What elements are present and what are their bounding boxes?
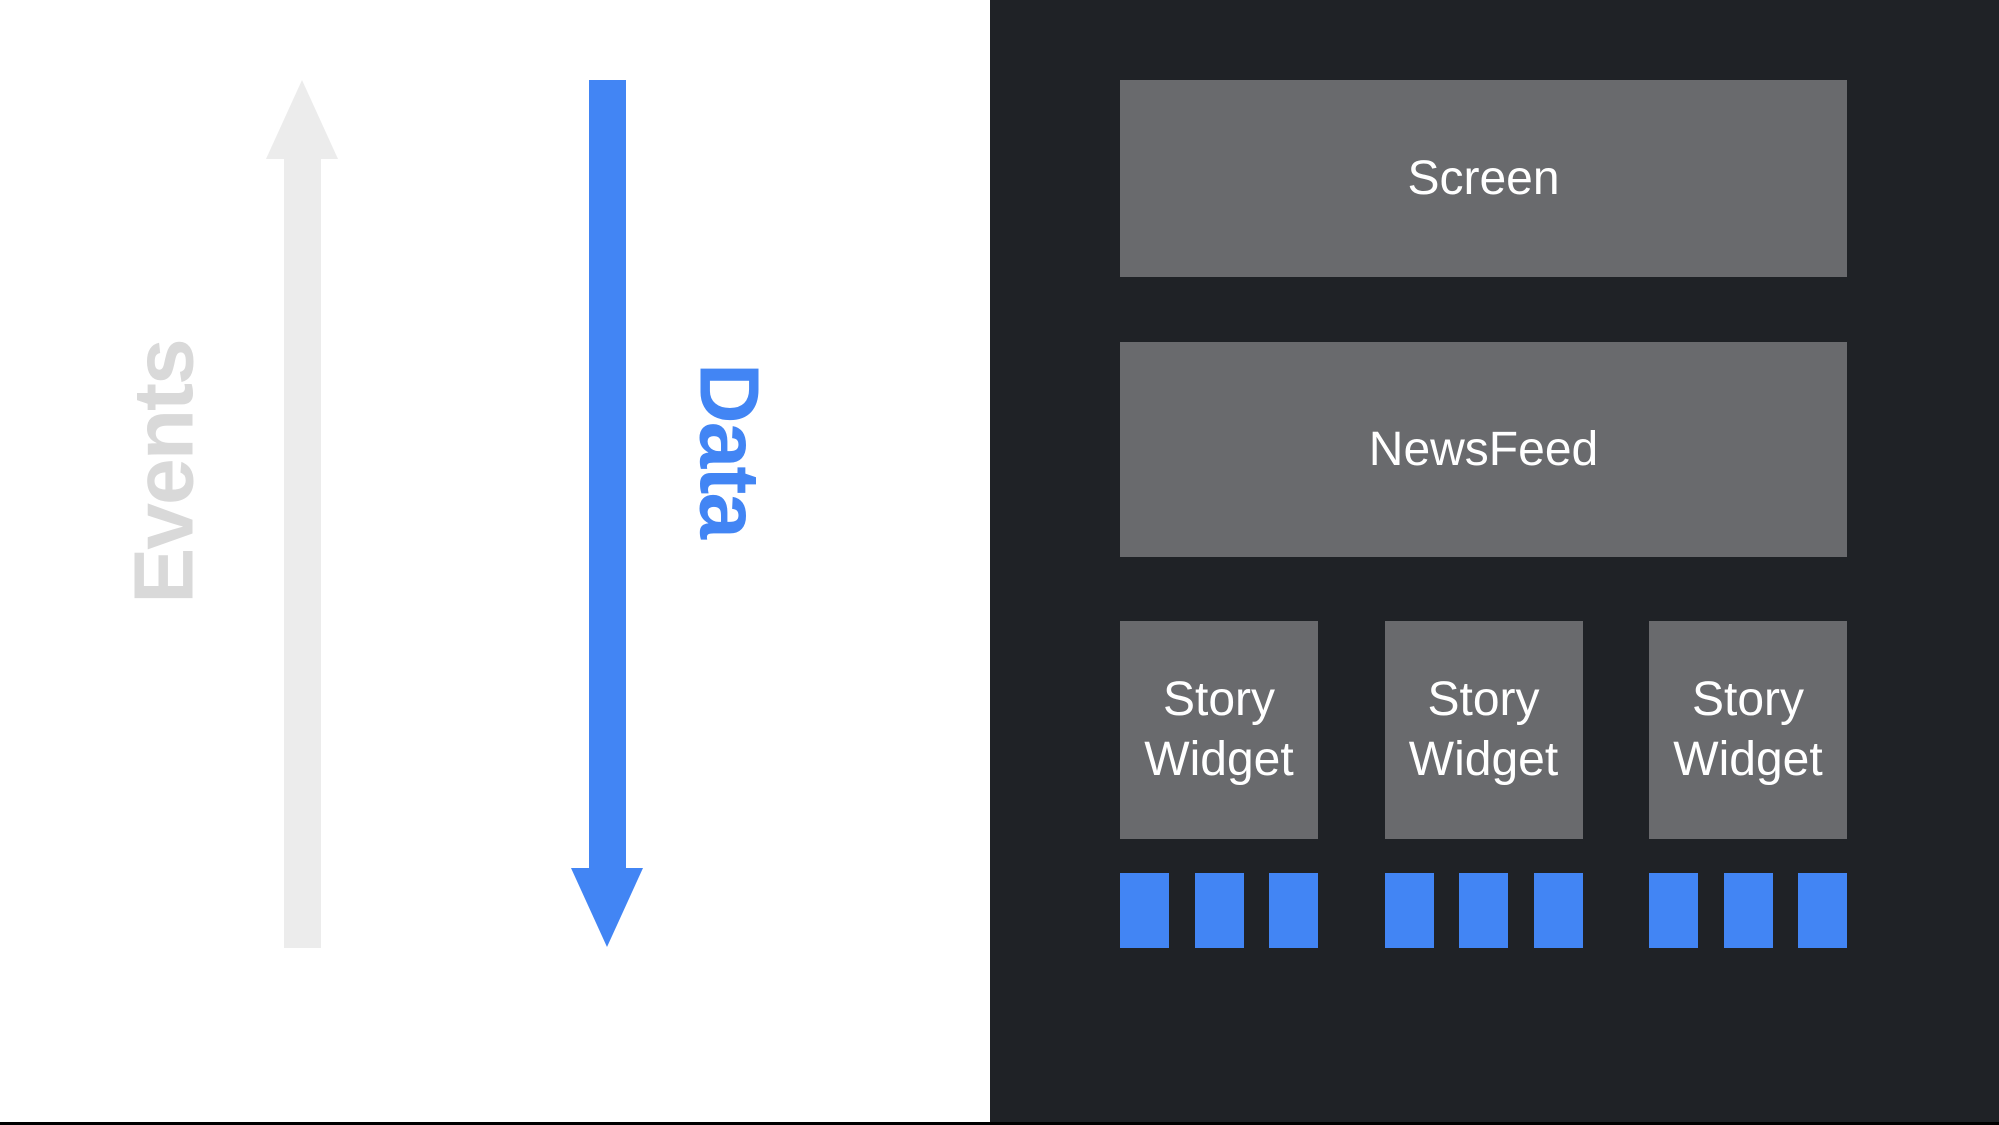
events-up-arrow-head-icon: [266, 80, 338, 159]
data-block: [1649, 873, 1698, 948]
newsfeed-widget-box: NewsFeed: [1120, 342, 1847, 557]
events-up-arrow-shaft: [284, 157, 321, 948]
data-label: Data: [682, 362, 777, 538]
data-down-arrow-shaft: [589, 80, 626, 869]
data-block: [1798, 873, 1847, 948]
story-widget-box: Story Widget: [1384, 621, 1583, 839]
data-block: [1194, 873, 1244, 948]
data-down-arrow-head-icon: [571, 868, 643, 947]
data-block: [1533, 873, 1583, 948]
data-block: [1723, 873, 1773, 948]
widget-tree-content: Screen NewsFeed Story Widget Story Widge…: [1120, 0, 1847, 1125]
data-square-group: [1649, 873, 1847, 948]
left-section: Events Data: [0, 0, 990, 1125]
data-block: [1120, 873, 1169, 948]
story-widget-row: Story Widget Story Widget Story Widget: [1120, 621, 1847, 839]
story-widget-label: Story Widget: [1673, 673, 1823, 786]
screen-widget-box: Screen: [1120, 80, 1847, 277]
story-widget-label: Story Widget: [1408, 673, 1559, 786]
data-square-group: [1384, 873, 1583, 948]
widget-tree-panel: Screen NewsFeed Story Widget Story Widge…: [990, 0, 1999, 1125]
slide-bottom-border: [0, 1122, 1999, 1125]
story-widget-box: Story Widget: [1120, 621, 1318, 839]
data-block: [1269, 873, 1318, 948]
data-square-group: [1120, 873, 1318, 948]
newsfeed-widget-label: NewsFeed: [1368, 423, 1599, 476]
screen-widget-label: Screen: [1407, 152, 1560, 205]
story-widget-label: Story Widget: [1144, 673, 1294, 786]
data-block: [1459, 873, 1508, 948]
data-block: [1384, 873, 1434, 948]
story-widget-box: Story Widget: [1649, 621, 1847, 839]
events-label: Events: [116, 340, 211, 604]
data-squares-row: [1120, 873, 1847, 948]
